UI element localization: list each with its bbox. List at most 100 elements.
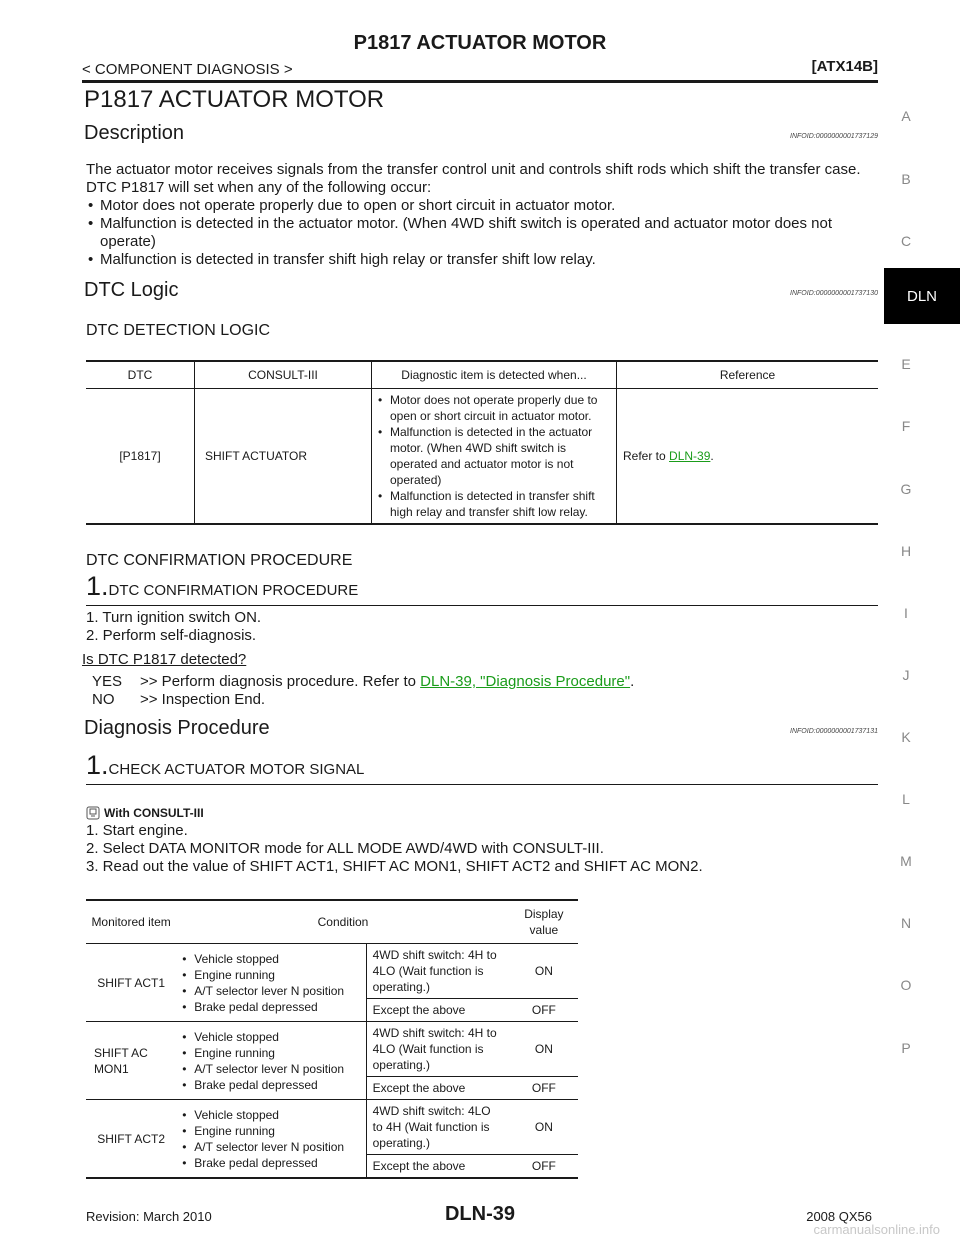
reference-suffix: . [710, 449, 714, 463]
step-number: 1. [86, 750, 109, 780]
table-header-row: Monitored item Condition Display value [86, 900, 578, 944]
footer-page-number: DLN-39 [444, 1203, 515, 1225]
monitored-item: SHIFT ACT1 [86, 943, 177, 1022]
step-divider [86, 784, 878, 785]
watermark: carmanualsonline.info [813, 1222, 940, 1237]
table-header: CONSULT-III [194, 361, 372, 389]
side-index-m[interactable]: M [900, 853, 912, 869]
yes-label: YES [92, 673, 123, 690]
data-monitor-table: Monitored item Condition Display value S… [86, 899, 578, 1179]
display-value: ON [509, 1099, 578, 1155]
table-row: [P1817] SHIFT ACTUATOR Motor does not op… [86, 388, 878, 524]
table-row: SHIFT ACT1 Vehicle stopped Engine runnin… [86, 943, 578, 1022]
monitored-item: SHIFT ACT2 [86, 1099, 177, 1179]
no-label: NO [92, 691, 115, 708]
yes-suffix: . [630, 673, 635, 690]
step-title: 1.CHECK ACTUATOR MOTOR SIGNAL [86, 750, 364, 781]
side-index-l[interactable]: L [902, 791, 910, 807]
table-row: Except the above OFF [86, 1076, 578, 1100]
side-index-k[interactable]: K [901, 729, 911, 745]
step-item: 1. Start engine. [86, 822, 188, 839]
side-index-dln-active[interactable]: DLN [884, 268, 960, 324]
sub-condition: Except the above [365, 1076, 510, 1100]
side-index-i[interactable]: I [904, 605, 908, 621]
list-item: Vehicle stopped [182, 1107, 359, 1123]
display-value: ON [509, 1021, 578, 1077]
table-row: Except the above OFF [86, 998, 578, 1022]
description-bullets: Motor does not operate properly due to o… [86, 197, 878, 269]
side-index-o[interactable]: O [900, 977, 912, 993]
detection-conditions: Motor does not operate properly due to o… [371, 388, 617, 524]
step-number: 1. [86, 571, 109, 601]
sub-condition: Except the above [365, 1154, 510, 1178]
yes-line: YES >> Perform diagnosis procedure. Refer… [92, 673, 884, 691]
list-item: Malfunction is detected in the actuator … [378, 424, 610, 488]
no-text: >> Inspection End. [140, 691, 266, 708]
side-index-e[interactable]: E [901, 356, 911, 372]
dtc-detection-heading: DTC DETECTION LOGIC [86, 322, 271, 339]
display-value: OFF [509, 998, 578, 1022]
step-label: DTC CONFIRMATION PROCEDURE [108, 582, 359, 599]
step-divider [86, 605, 878, 606]
sub-condition: 4WD shift switch: 4H to 4LO (Wait functi… [365, 1021, 510, 1077]
dtc-code: [P1817] [119, 449, 161, 463]
table-row: SHIFT AC MON1 Vehicle stopped Engine run… [86, 1021, 578, 1100]
model-code: [ATX14B] [811, 58, 878, 75]
sub-condition: 4WD shift switch: 4H to 4LO (Wait functi… [365, 943, 510, 999]
description-heading: Description [84, 122, 185, 144]
condition-list: Vehicle stopped Engine running A/T selec… [176, 1099, 367, 1179]
dtc-confirmation-heading: DTC CONFIRMATION PROCEDURE [86, 552, 353, 569]
with-consult-label: With CONSULT-III [104, 806, 204, 820]
list-item: Malfunction is detected in transfer shif… [86, 251, 878, 269]
side-index-f[interactable]: F [901, 418, 911, 434]
step-item: 2. Select DATA MONITOR mode for ALL MODE… [86, 840, 604, 857]
monitored-item: SHIFT AC MON1 [86, 1021, 177, 1100]
step-item: 3. Read out the value of SHIFT ACT1, SHI… [86, 858, 703, 875]
page-heading: P1817 ACTUATOR MOTOR [84, 86, 385, 113]
sub-condition: 4WD shift switch: 4LO to 4H (Wait functi… [365, 1099, 510, 1155]
table-header: Display value [509, 900, 578, 944]
with-consult-line: With CONSULT-III [86, 806, 204, 820]
side-index-n[interactable]: N [900, 915, 912, 931]
sub-condition: Except the above [365, 998, 510, 1022]
dtc-logic-heading: DTC Logic [84, 279, 179, 301]
yes-text: >> Perform diagnosis procedure. Refer to [140, 673, 421, 690]
list-item: Malfunction is detected in transfer shif… [378, 488, 610, 520]
list-item: Vehicle stopped [182, 1029, 359, 1045]
header-divider [82, 80, 878, 83]
list-item: Brake pedal depressed [182, 999, 359, 1015]
list-item: Vehicle stopped [182, 951, 359, 967]
reference-link[interactable]: DLN-39 [669, 449, 711, 463]
list-item: Motor does not operate properly due to o… [86, 197, 878, 215]
consult-tool-icon [86, 806, 100, 820]
side-index-h[interactable]: H [900, 543, 912, 559]
reference-prefix: Refer to [623, 449, 670, 463]
condition-list: Vehicle stopped Engine running A/T selec… [176, 1021, 367, 1100]
side-index-j[interactable]: J [902, 667, 910, 683]
step-item: 2. Perform self-diagnosis. [86, 627, 257, 644]
consult-item: SHIFT ACTUATOR [194, 388, 372, 524]
diagnosis-heading: Diagnosis Procedure [84, 717, 270, 739]
footer-revision: Revision: March 2010 [86, 1209, 212, 1224]
side-index-p[interactable]: P [901, 1040, 911, 1056]
condition-list: Vehicle stopped Engine running A/T selec… [176, 943, 367, 1022]
list-item: A/T selector lever N position [182, 1061, 359, 1077]
diagnosis-infoid: INFOID:0000000001737131 [790, 728, 878, 735]
list-item: Brake pedal depressed [182, 1155, 359, 1171]
side-index-a[interactable]: A [901, 108, 911, 124]
reference-cell: Refer to DLN-39. [616, 388, 878, 524]
side-index-c[interactable]: C [900, 233, 912, 249]
dtc-table: DTC CONSULT-III Diagnostic item is detec… [86, 360, 878, 525]
side-index-g[interactable]: G [900, 481, 912, 497]
table-header: Condition [176, 900, 510, 944]
step-label: CHECK ACTUATOR MOTOR SIGNAL [108, 761, 365, 778]
table-header-row: DTC CONSULT-III Diagnostic item is detec… [86, 361, 878, 389]
side-index-b[interactable]: B [901, 171, 911, 187]
table-row: SHIFT ACT2 Vehicle stopped Engine runnin… [86, 1099, 578, 1179]
table-header: Monitored item [86, 900, 177, 944]
step-question: Is DTC P1817 detected? [82, 651, 247, 668]
table-header: Diagnostic item is detected when... [371, 361, 617, 389]
list-item: Engine running [182, 1123, 359, 1139]
dtc-logic-infoid: INFOID:0000000001737130 [790, 290, 878, 297]
diagnosis-procedure-link[interactable]: DLN-39, "Diagnosis Procedure" [420, 673, 631, 690]
